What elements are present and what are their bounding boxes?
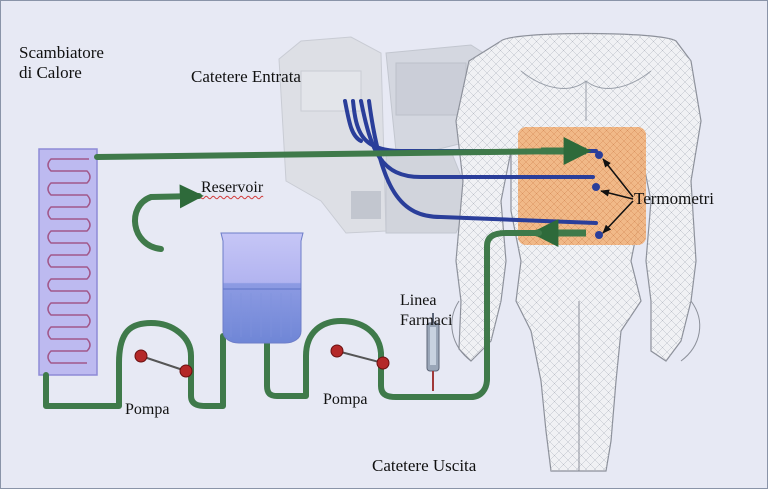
label-scambiatore-line2: di Calore <box>19 63 82 82</box>
label-termometri: Termometri <box>634 189 715 208</box>
label-pompa-left: Pompa <box>125 401 170 418</box>
syringe <box>426 313 440 391</box>
label-catetere-entrata: Catetere Entrata <box>191 67 301 86</box>
label-linea-farmaci-line2: Farmaci <box>400 312 453 329</box>
abdomen-region <box>518 127 646 245</box>
label-catetere-uscita: Catetere Uscita <box>372 456 477 475</box>
label-reservoir: Reservoir <box>201 179 264 196</box>
label-pompa-right: Pompa <box>323 391 368 408</box>
label-linea-farmaci-line1: Linea <box>400 292 437 309</box>
tube-loop <box>43 230 542 409</box>
thermometer-pointers <box>600 158 634 234</box>
label-scambiatore-line1: Scambiatore <box>19 43 104 62</box>
pump-right <box>330 344 390 370</box>
heat-exchanger <box>38 148 98 376</box>
label-linea-farmaci: Linea Farmaci <box>400 291 452 331</box>
pump-left <box>134 349 193 378</box>
tube-inflow <box>94 148 574 160</box>
label-scambiatore: Scambiatore di Calore <box>19 43 104 83</box>
reservoir-bag <box>220 232 304 344</box>
catheter-tips <box>592 151 603 239</box>
reservoir-tube <box>132 184 204 252</box>
